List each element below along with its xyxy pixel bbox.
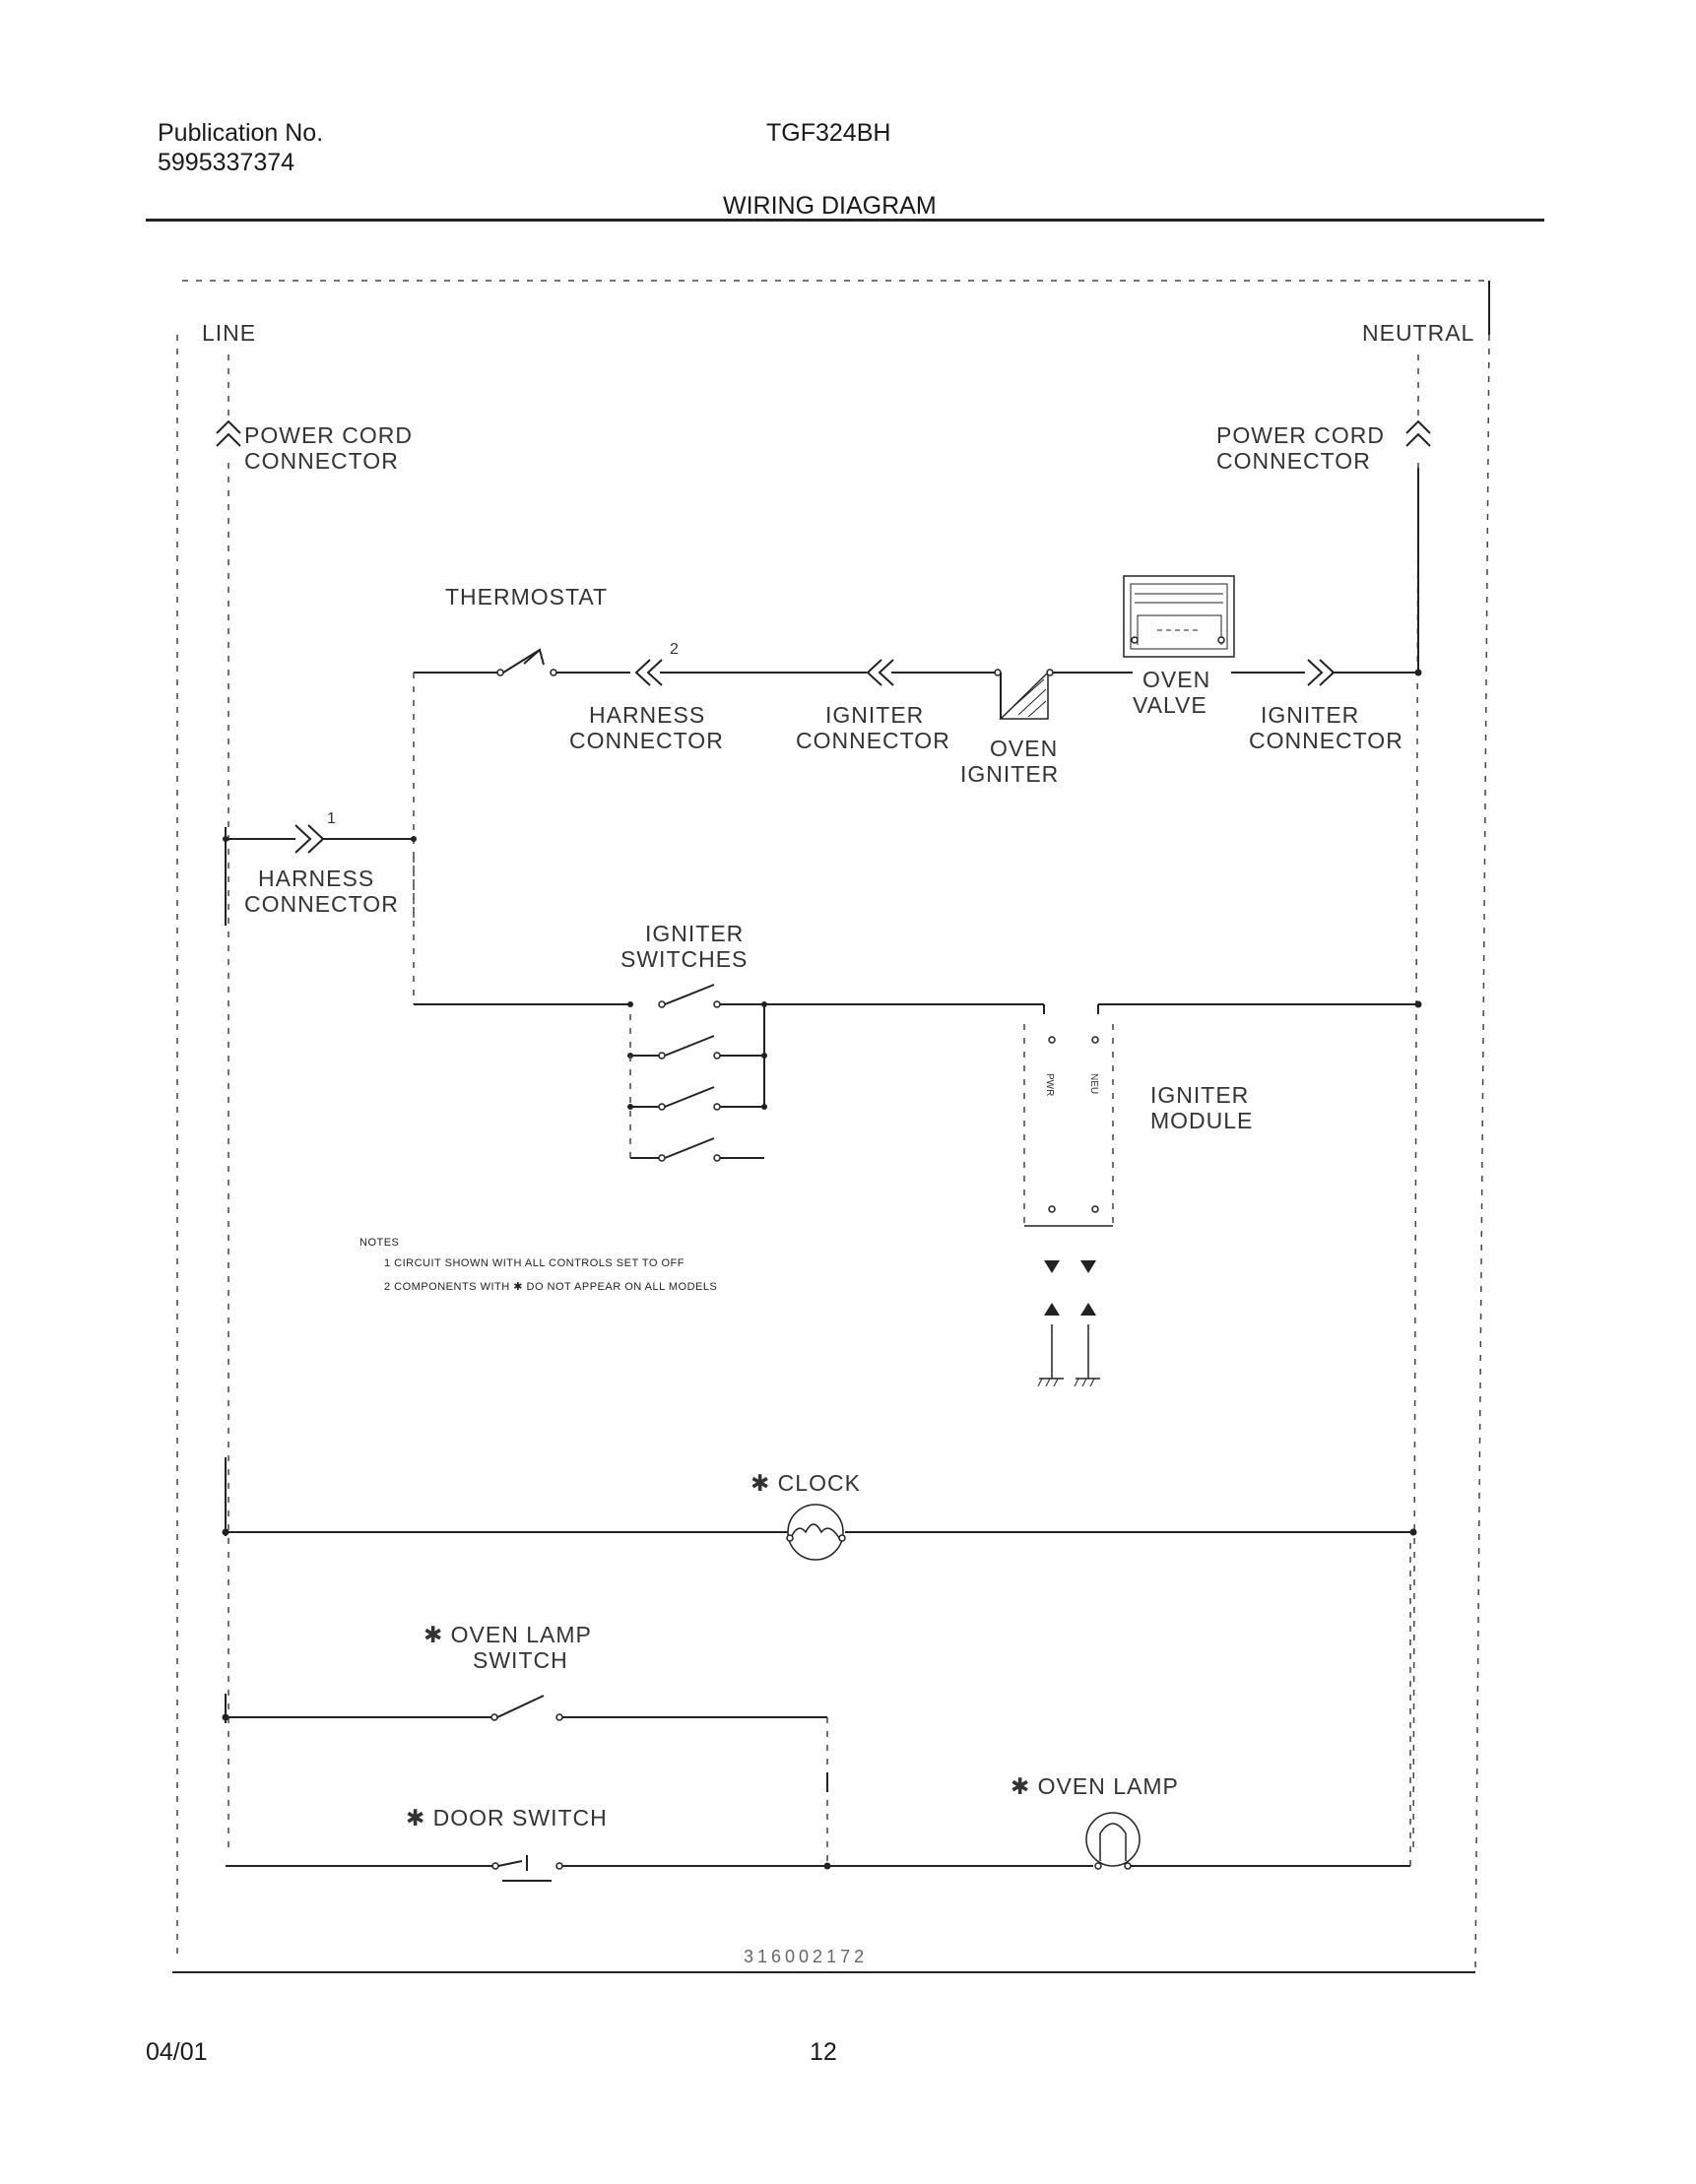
harness-connector-top-1: HARNESS	[589, 702, 705, 728]
oven-lamp-switch-2: SWITCH	[473, 1647, 568, 1673]
module-terminal-pwr: PWR	[1044, 1073, 1055, 1096]
oven-lamp-switch-circuit	[222, 1695, 828, 1866]
power-cord-connector-left-1: POWER CORD	[244, 422, 413, 448]
oven-valve-1: OVEN	[1142, 667, 1210, 692]
page-number: 12	[810, 2038, 837, 2066]
publication-number: 5995337374	[158, 149, 295, 176]
power-cord-connector-right-2: CONNECTOR	[1216, 448, 1371, 474]
neutral-label: NEUTRAL	[1362, 320, 1474, 346]
igniter-module	[1023, 1000, 1422, 1387]
igniter-switches	[414, 984, 1044, 1162]
notes-title: NOTES	[359, 1237, 399, 1249]
header-rule	[146, 219, 1544, 222]
oven-circuit	[413, 575, 1422, 1004]
module-terminal-neu: NEU	[1088, 1073, 1099, 1094]
harness-connector-top-2: CONNECTOR	[569, 728, 724, 753]
footer-date: 04/01	[146, 2038, 208, 2066]
page-title: WIRING DIAGRAM	[723, 192, 937, 220]
harness-connector-left-2: CONNECTOR	[244, 891, 399, 917]
publication-label: Publication No.	[158, 119, 324, 147]
igniter-connector-left-1: IGNITER	[825, 702, 924, 728]
oven-valve-2: VALVE	[1133, 692, 1207, 718]
harness-connector-left-number: 1	[327, 810, 337, 827]
oven-igniter-2: IGNITER	[960, 761, 1059, 787]
harness-connector-left-1: HARNESS	[258, 866, 374, 891]
igniter-switches-1: IGNITER	[645, 921, 744, 946]
igniter-connector-left-2: CONNECTOR	[796, 728, 950, 753]
note-2: 2 COMPONENTS WITH ✱ DO NOT APPEAR ON ALL…	[384, 1281, 717, 1293]
diagram-frame	[172, 280, 1490, 1973]
igniter-connector-right-1: IGNITER	[1261, 702, 1359, 728]
line-bus	[216, 354, 241, 1851]
neutral-bus	[1405, 354, 1431, 1852]
igniter-module-2: MODULE	[1150, 1108, 1253, 1133]
harness-connector-left	[223, 824, 417, 926]
model-number: TGF324BH	[766, 119, 891, 147]
door-switch-label: ✱ DOOR SWITCH	[406, 1805, 608, 1831]
oven-lamp-switch-1: ✱ OVEN LAMP	[424, 1622, 592, 1647]
clock-circuit	[222, 1504, 1417, 1561]
line-label: LINE	[202, 320, 256, 346]
clock-label: ✱ CLOCK	[750, 1470, 861, 1496]
thermostat-label: THERMOSTAT	[445, 584, 608, 610]
oven-lamp-label: ✱ OVEN LAMP	[1011, 1773, 1179, 1799]
oven-igniter-1: OVEN	[990, 736, 1058, 761]
power-cord-connector-right-1: POWER CORD	[1216, 422, 1385, 448]
note-1: 1 CIRCUIT SHOWN WITH ALL CONTROLS SET TO…	[384, 1257, 685, 1269]
igniter-module-1: IGNITER	[1150, 1082, 1249, 1108]
igniter-switches-2: SWITCHES	[620, 946, 748, 972]
harness-connector-top-number: 2	[670, 641, 680, 658]
power-cord-connector-left-2: CONNECTOR	[244, 448, 399, 474]
drawing-number: 316002172	[744, 1947, 868, 1966]
igniter-connector-right-2: CONNECTOR	[1249, 728, 1403, 753]
door-switch-circuit	[226, 1536, 1411, 1882]
